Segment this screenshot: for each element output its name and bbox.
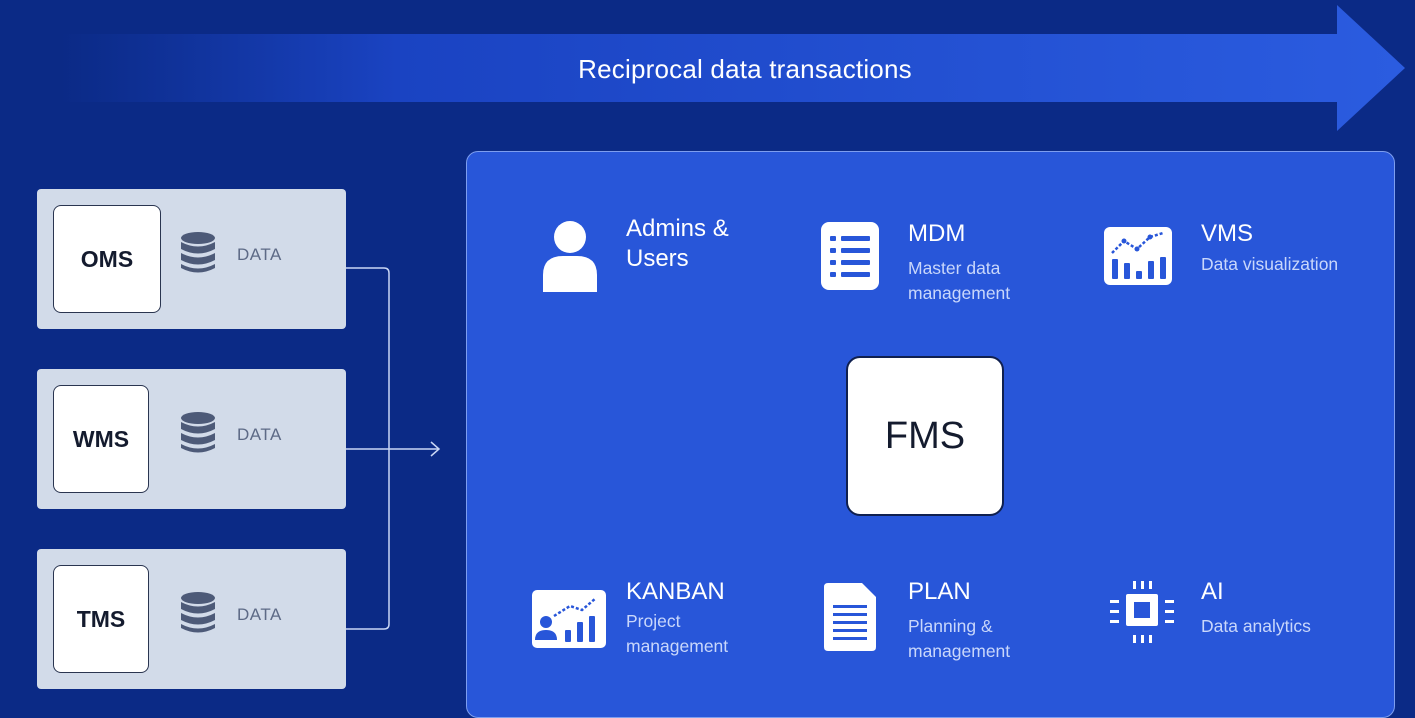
database-icon bbox=[181, 592, 215, 633]
transactions-banner-arrow bbox=[60, 5, 1405, 131]
data-label: DATA bbox=[237, 605, 282, 624]
document-icon bbox=[824, 583, 876, 651]
team-chart-icon bbox=[532, 590, 606, 648]
user-icon bbox=[543, 221, 597, 292]
source-card-wms: WMS DATA bbox=[37, 369, 346, 509]
data-label: DATA bbox=[237, 425, 282, 444]
source-name-wms: WMS bbox=[53, 385, 149, 493]
banner-label: Reciprocal data transactions bbox=[578, 54, 912, 84]
fms-hub-box: FMS bbox=[846, 356, 1004, 516]
source-card-tms: TMS DATA bbox=[37, 549, 346, 689]
source-name-tms: TMS bbox=[53, 565, 149, 673]
chip-icon bbox=[1110, 581, 1174, 643]
module-title: Admins & Users bbox=[626, 215, 729, 272]
module-subtitle: Data visualization bbox=[1201, 254, 1339, 274]
module-title: AI bbox=[1201, 578, 1224, 605]
module-subtitle: Project management bbox=[626, 611, 729, 656]
module-subtitle: Planning & management bbox=[908, 616, 1011, 661]
database-icon bbox=[181, 412, 215, 453]
chart-icon bbox=[1104, 227, 1172, 285]
database-icon bbox=[181, 232, 215, 273]
module-title: MDM bbox=[908, 220, 966, 247]
source-card-oms: OMS DATA bbox=[37, 189, 346, 329]
module-subtitle: Data analytics bbox=[1201, 616, 1311, 636]
source-name-oms: OMS bbox=[53, 205, 161, 313]
module-title: KANBAN bbox=[626, 578, 725, 605]
list-icon bbox=[821, 222, 879, 290]
module-title: PLAN bbox=[908, 578, 971, 605]
data-label: DATA bbox=[237, 245, 282, 264]
module-title: VMS bbox=[1201, 220, 1254, 247]
module-subtitle: Master data management bbox=[908, 258, 1011, 303]
